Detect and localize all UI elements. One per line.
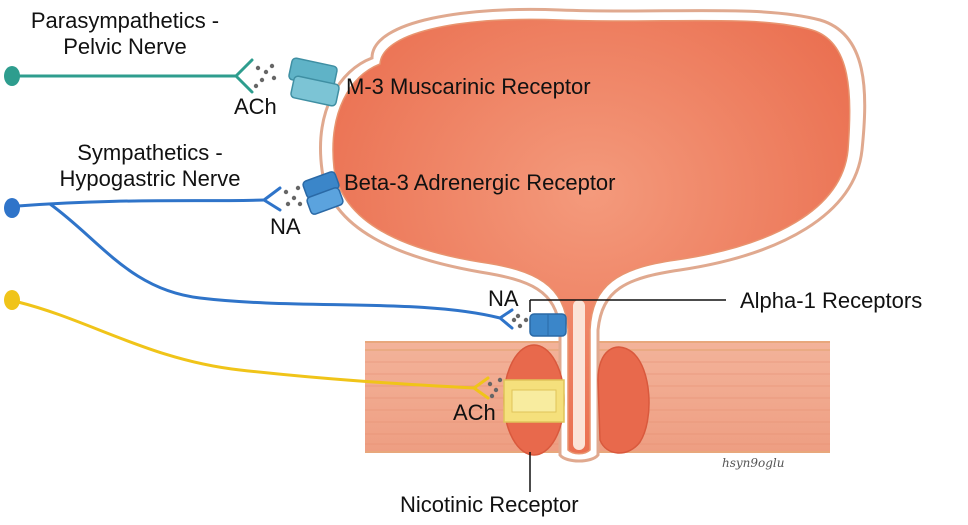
- na-vesicles-beta: [283, 185, 303, 207]
- ach-vesicles-top: [253, 63, 277, 89]
- sympathetics-label-line2: Hypogastric Nerve: [59, 166, 241, 191]
- urethra-lumen: [573, 300, 585, 450]
- sympathetics-label: Sympathetics - Hypogastric Nerve: [28, 140, 272, 192]
- na-label-beta: NA: [270, 214, 301, 239]
- parasympathetics-label-line2: Pelvic Nerve: [63, 34, 187, 59]
- parasympathetics-label: Parasympathetics - Pelvic Nerve: [0, 8, 250, 60]
- ach-label-top: ACh: [234, 94, 277, 119]
- sympathetic-nerve-lower: [49, 202, 501, 320]
- alpha1-receptor: [529, 313, 567, 337]
- nicotinic-receptor-label: Nicotinic Receptor: [400, 492, 579, 517]
- sympathetic-nerve-cell: [4, 198, 20, 218]
- beta3-receptor: [302, 171, 344, 215]
- ach-label-bottom: ACh: [453, 400, 496, 425]
- parasympathetic-terminal: [234, 58, 254, 94]
- alpha1-receptors-label: Alpha-1 Receptors: [740, 288, 923, 313]
- parasympathetics-label-line1: Parasympathetics -: [30, 8, 220, 33]
- somatic-nerve-cell: [4, 290, 20, 310]
- sympathetic-terminal-upper: [262, 186, 282, 212]
- somatic-nerve: [17, 300, 475, 390]
- na-vesicles-alpha: [511, 313, 529, 329]
- ach-vesicles-bottom: [487, 377, 503, 399]
- right-sphincter-lobe: [597, 346, 650, 454]
- m3-receptor: [288, 57, 340, 107]
- beta3-receptor-label: Beta-3 Adrenergic Receptor: [344, 170, 616, 195]
- artist-signature: hsyn9oglu: [722, 456, 785, 470]
- alpha1-pointer-line: [529, 299, 726, 312]
- parasympathetic-nerve-cell: [4, 66, 20, 86]
- bladder: [332, 18, 851, 455]
- na-label-alpha: NA: [488, 286, 519, 311]
- sympathetic-nerve-upper: [17, 198, 265, 208]
- sympathetic-terminal-lower: [498, 308, 514, 330]
- sympathetics-label-line1: Sympathetics -: [77, 140, 223, 165]
- m3-receptor-label: M-3 Muscarinic Receptor: [346, 74, 591, 99]
- somatic-terminal: [472, 376, 490, 400]
- nicotinic-receptor-core: [511, 389, 557, 413]
